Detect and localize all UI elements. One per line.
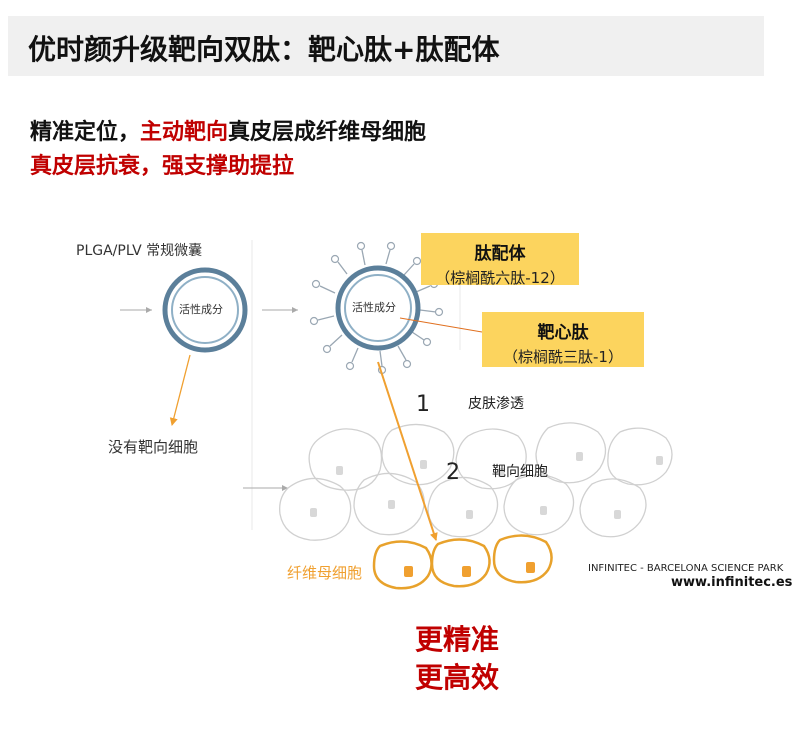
conventional-capsule-label: PLGA/PLV 常规微囊 xyxy=(76,240,202,260)
fibroblast-cells xyxy=(374,535,552,588)
cell-nucleus xyxy=(310,452,663,519)
no-target-arrow xyxy=(172,355,190,425)
active-ingredient-label: 活性成分 xyxy=(179,301,223,317)
active-ingredient-label-targeted: 活性成分 xyxy=(352,299,396,315)
conclusion-line-1: 更精准 xyxy=(415,618,499,658)
credit-url: www.infinitec.es xyxy=(671,575,792,590)
step-1-number: 1 xyxy=(416,392,430,417)
target-peptide-callout: 靶心肽 （棕榈酰三肽-1） xyxy=(482,312,644,367)
target-peptide-subtitle: （棕榈酰三肽-1） xyxy=(482,346,644,367)
target-peptide-title: 靶心肽 xyxy=(482,318,644,343)
target-arrow xyxy=(378,362,436,540)
credit-text: INFINITEC - BARCELONA SCIENCE PARK xyxy=(588,563,783,574)
skin-cell-layer xyxy=(280,423,672,540)
step-2-label: 靶向细胞 xyxy=(492,461,548,481)
step-1-label: 皮肤渗透 xyxy=(468,393,524,413)
ligand-subtitle: （棕榈酰六肽-12） xyxy=(421,267,579,288)
fibroblast-label: 纤维母细胞 xyxy=(287,562,362,583)
step-2-number: 2 xyxy=(446,460,460,485)
ligand-callout: 肽配体 （棕榈酰六肽-12） xyxy=(421,233,579,285)
conclusion-line-2: 更高效 xyxy=(415,656,499,696)
no-target-label: 没有靶向细胞 xyxy=(108,436,198,457)
ligand-title: 肽配体 xyxy=(421,239,579,264)
